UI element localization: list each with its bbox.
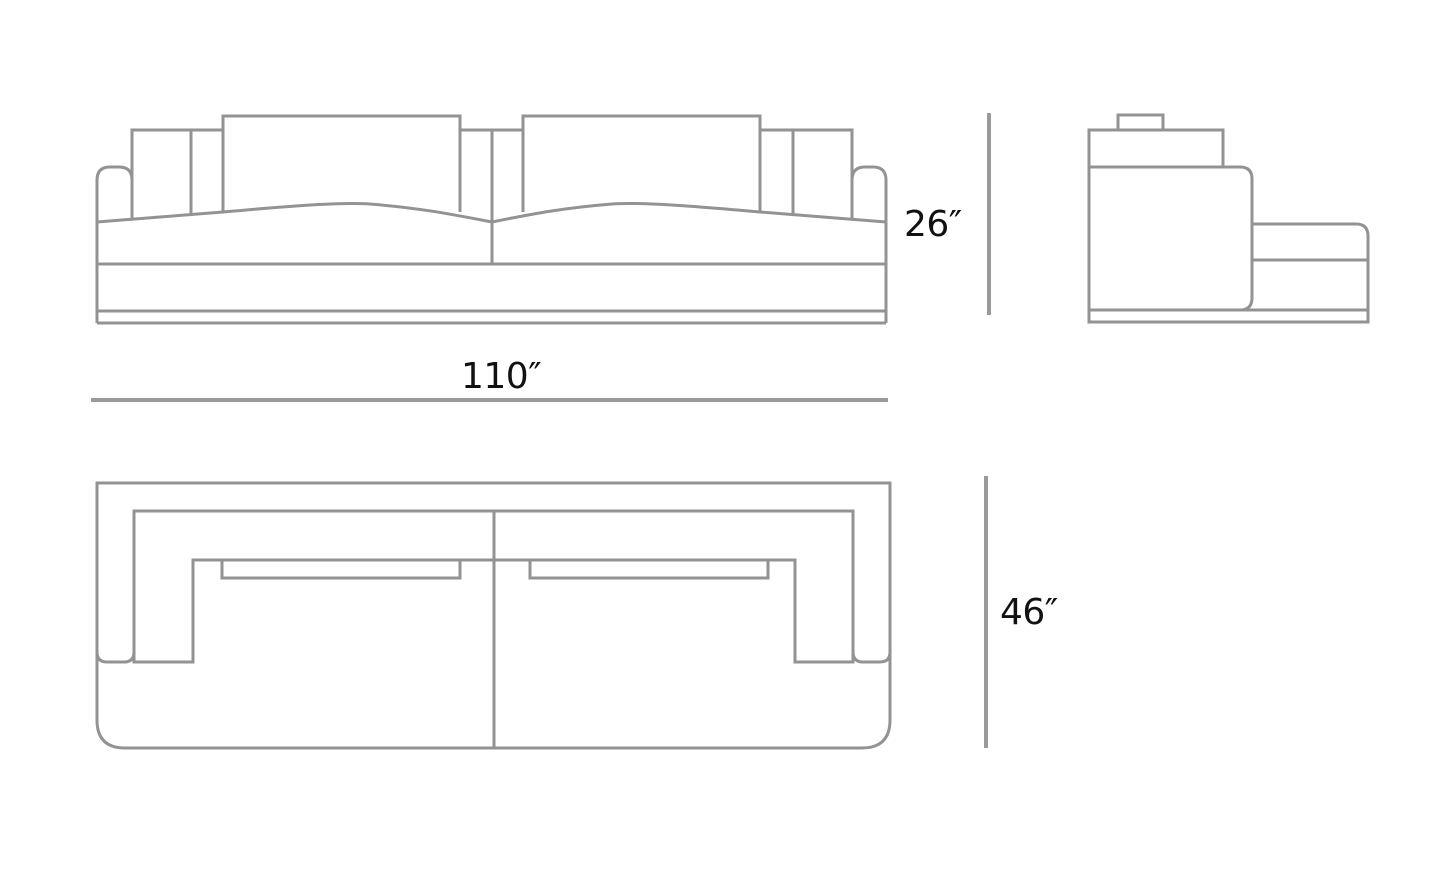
plan-left-arm	[95, 651, 136, 664]
side-headrest-tab	[1116, 113, 1165, 132]
front-back-right	[492, 114, 854, 218]
plan-pillow-left	[220, 558, 462, 580]
side-back-cushion	[1087, 128, 1225, 169]
front-seat-curve-right	[491, 201, 887, 224]
front-seat-curve-left	[96, 201, 493, 224]
plan-pillow-right	[528, 558, 770, 580]
front-right-arm	[850, 165, 888, 323]
plan-back-band	[132, 509, 855, 664]
top-plan-view	[95, 481, 892, 750]
side-elevation-view	[1087, 113, 1370, 324]
front-left-arm	[95, 165, 134, 323]
height-label: 26″	[904, 204, 962, 245]
side-footrest	[1252, 222, 1370, 310]
side-base	[1087, 308, 1370, 324]
front-base	[97, 309, 886, 325]
width-label: 110″	[461, 356, 542, 397]
front-back-left	[130, 114, 494, 264]
depth-label: 46″	[1000, 592, 1058, 633]
plan-outline	[95, 481, 892, 750]
side-main-body	[1087, 165, 1254, 312]
plan-right-arm	[851, 651, 892, 664]
front-elevation-view	[95, 114, 888, 325]
